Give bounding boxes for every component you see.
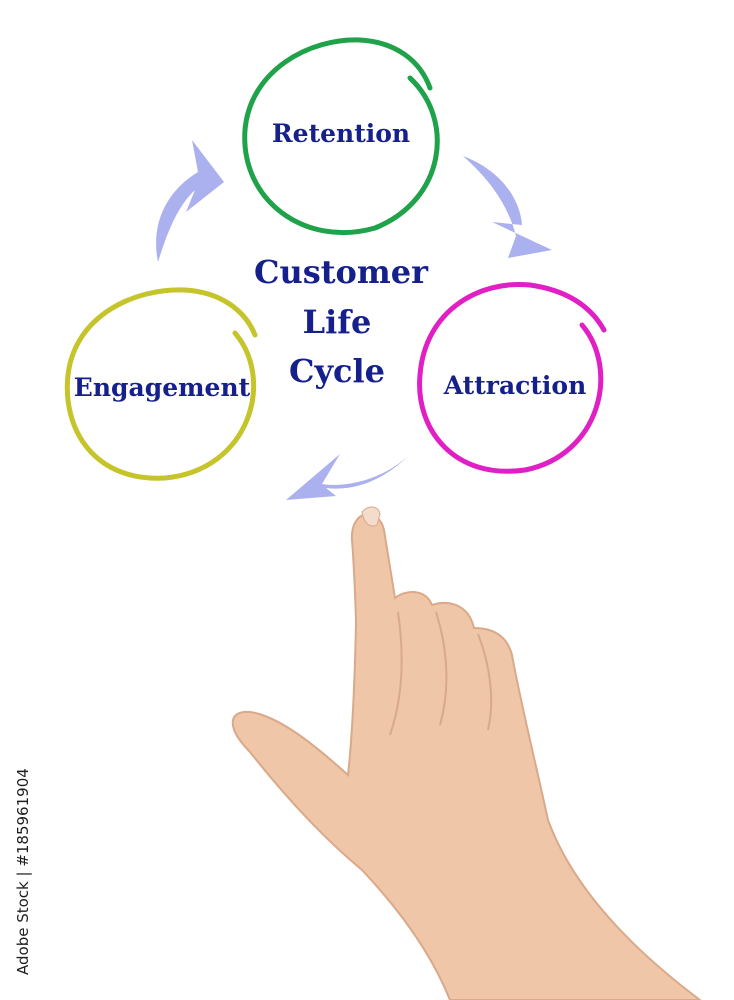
node-retention: Retention: [242, 37, 440, 235]
title-line-2: Life: [303, 303, 372, 341]
node-engagement: Engagement: [64, 287, 258, 481]
curved-arrow-icon: [156, 140, 224, 262]
curved-arrow-icon: [463, 156, 552, 258]
retention-label: Retention: [272, 119, 410, 148]
title-line-3: Cycle: [289, 352, 385, 390]
attraction-circle: [417, 281, 607, 474]
fingernail: [361, 506, 381, 527]
finger-crease: [435, 611, 448, 726]
finger-crease: [389, 611, 403, 736]
hand-shape: [231, 513, 702, 1000]
engagement-label: Engagement: [74, 373, 251, 402]
retention-circle: [242, 37, 440, 235]
attraction-label: Attraction: [443, 371, 587, 400]
curved-arrow-icon: [286, 454, 408, 500]
title-line-1: Customer: [254, 253, 429, 291]
pointing-hand-icon: [231, 506, 702, 1000]
finger-crease: [477, 633, 493, 731]
engagement-circle: [64, 287, 258, 481]
node-attraction: Attraction: [417, 281, 607, 474]
diagram-title: Customer Life Cycle: [254, 253, 429, 390]
stock-watermark: Adobe Stock | #185961904: [14, 768, 32, 975]
